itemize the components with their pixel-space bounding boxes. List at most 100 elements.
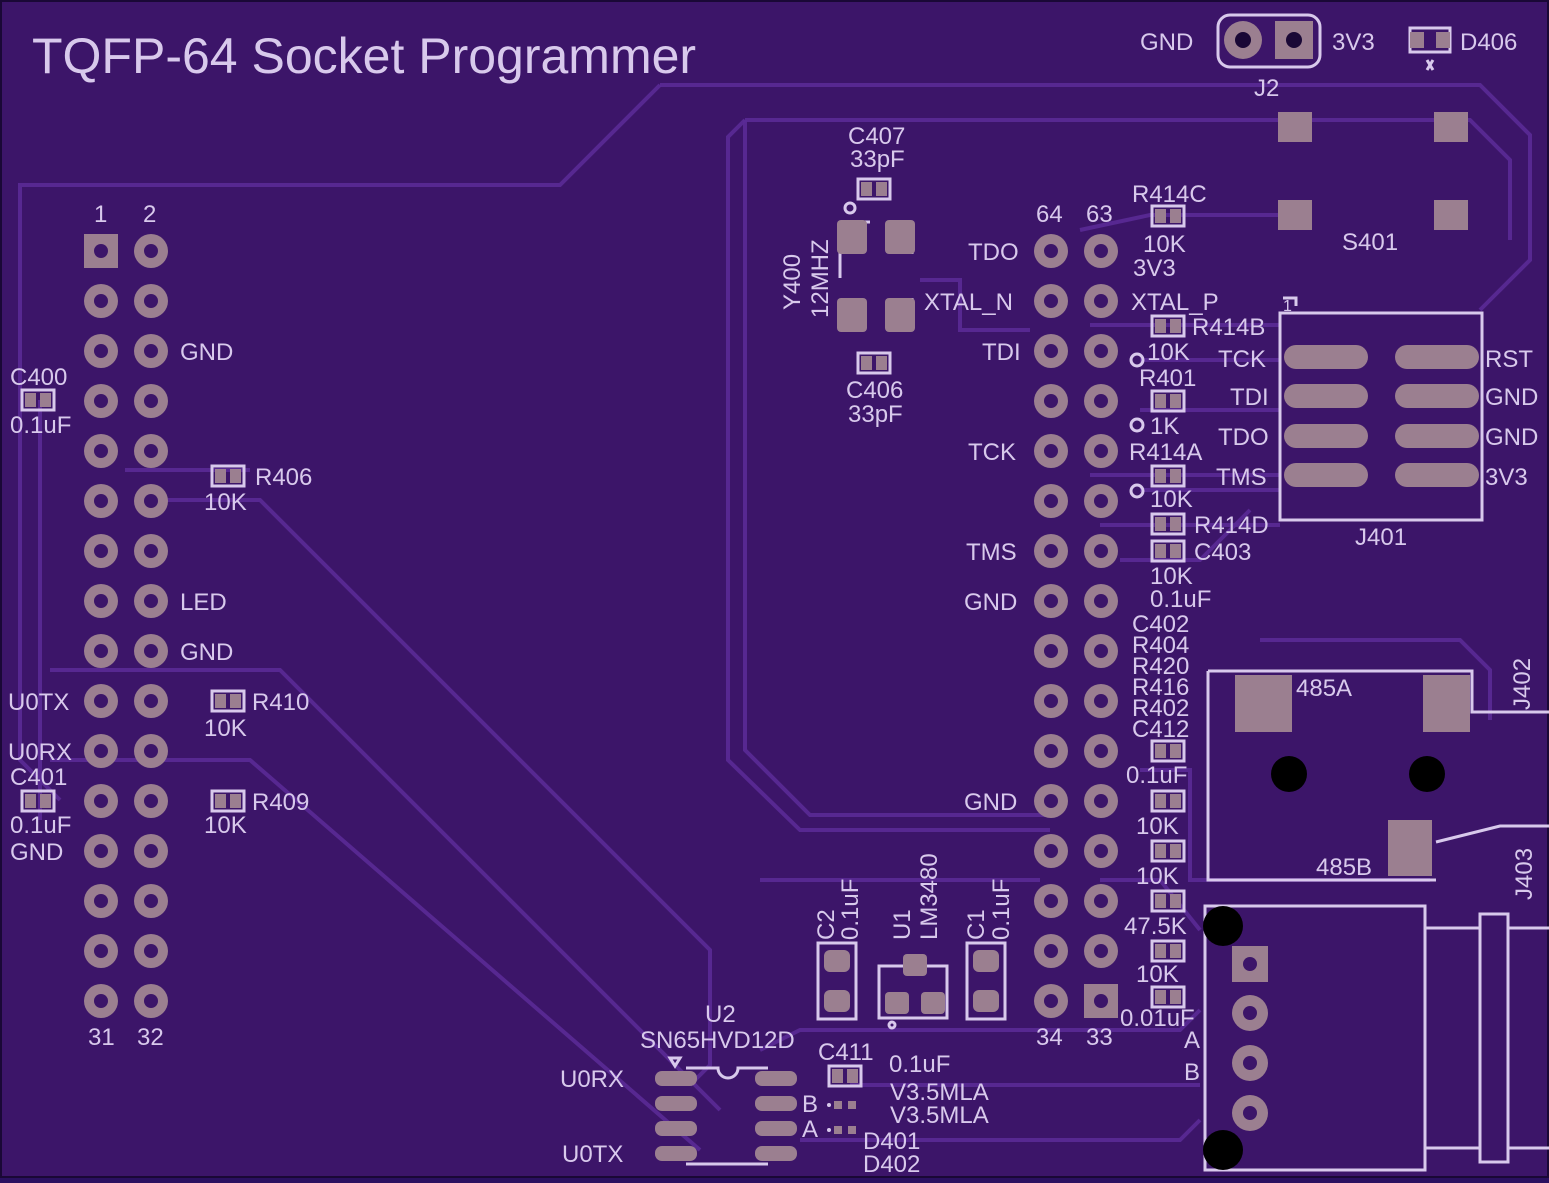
right-label-3v3: 3V3: [1133, 255, 1176, 282]
u1-regulator: U1 LM3480: [877, 853, 949, 1030]
right-header-pin-drill: [1094, 594, 1108, 608]
left-header-pin-drill: [94, 294, 108, 308]
left-passives: C400 0.1uF R406 10K R410 10K C401 0.1uF …: [10, 364, 312, 839]
j401-tdi: TDI: [1230, 384, 1269, 411]
j2-connector: GND 3V3 J2: [1140, 13, 1375, 102]
left-header-pin-drill: [144, 244, 158, 258]
right-header-pin-drill: [1094, 494, 1108, 508]
u2-a: A: [802, 1116, 818, 1143]
left-label-led: LED: [180, 589, 227, 616]
j401-pin1: 1: [1283, 298, 1292, 315]
left-header-pin-drill: [144, 644, 158, 658]
left-header-pin-drill: [94, 394, 108, 408]
right-header-bottom1: 34: [1036, 1024, 1063, 1051]
right-header-pin-drill: [1044, 444, 1058, 458]
c1-value: 0.1uF: [988, 879, 1015, 940]
j403-ref: J403: [1511, 848, 1538, 900]
c411-capacitor: C411 0.1uF: [818, 1039, 950, 1088]
right-header-pin-drill: [1044, 344, 1058, 358]
j2-gnd-label: GND: [1140, 29, 1193, 56]
left-header-pin-drill: [94, 644, 108, 658]
left-header-bottom2: 32: [137, 1024, 164, 1051]
left-header-pin-drill: [94, 794, 108, 808]
r414b-value: 10K: [1147, 339, 1190, 366]
left-header-bottom1: 31: [88, 1024, 115, 1051]
stacked-values: 0.1uF 10K 10K 47.5K 10K 0.01uF: [1120, 762, 1195, 1032]
right-header-pin-drill: [1044, 544, 1058, 558]
r414d: R414D 10K: [1150, 512, 1269, 590]
smd-passive-outline: [1150, 939, 1186, 963]
smd-passive-outline: [1150, 985, 1186, 1009]
c411-value: 0.1uF: [889, 1051, 950, 1078]
left-header-pin-drill: [94, 994, 108, 1008]
y400-value: 12MHZ: [807, 239, 834, 318]
left-label-u0tx: U0TX: [8, 689, 69, 716]
right-header-pin-drill: [1044, 894, 1058, 908]
left-header-pin-drill: [94, 494, 108, 508]
r414a: R414A 10K: [1129, 439, 1202, 513]
tvs-value-1: V3.5MLA: [890, 1079, 989, 1106]
s401-ref: S401: [1342, 229, 1398, 256]
right-header-pin-drill: [1094, 944, 1108, 958]
r406-ref: R406: [255, 464, 312, 491]
c1-capacitor: C1 0.1uF: [963, 879, 1015, 1021]
left-header-pin-drill: [94, 944, 108, 958]
stack-val-0: 0.1uF: [1126, 762, 1187, 789]
r414a-ref: R414A: [1129, 439, 1202, 466]
right-label-tdi: TDI: [982, 339, 1021, 366]
right-header-pin-drill: [1094, 894, 1108, 908]
r414a-value: 10K: [1150, 486, 1193, 513]
j401-tck: TCK: [1218, 346, 1266, 373]
board-title: TQFP-64 Socket Programmer: [32, 28, 696, 84]
tvs-diodes: V3.5MLA V3.5MLA D401 D402: [827, 1079, 989, 1178]
smd-pad: [1155, 944, 1166, 958]
d406-ref: D406: [1460, 29, 1517, 56]
c401-ref: C401: [10, 764, 67, 791]
smd-passive-outline: [1150, 739, 1186, 763]
left-header-pin-drill: [94, 344, 108, 358]
right-header-col1: 64: [1036, 201, 1063, 228]
c403-ref: C403: [1194, 539, 1251, 566]
j401-ref: J401: [1355, 524, 1407, 551]
right-header-pin-drill: [1094, 844, 1108, 858]
right-label-tdo: TDO: [968, 239, 1019, 266]
c401-value: 0.1uF: [10, 812, 71, 839]
right-label-gnd1: GND: [964, 589, 1017, 616]
right-header-pin-drill: [1044, 694, 1058, 708]
right-header: 64 63 34 33 TDO XTAL_N TDI TCK TMS GND G…: [924, 201, 1219, 1051]
c406-value: 33pF: [848, 401, 903, 428]
left-header-pin-drill: [144, 894, 158, 908]
j401-tms: TMS: [1216, 464, 1267, 491]
u1-value: LM3480: [916, 853, 943, 940]
smd-pad: [1170, 744, 1181, 758]
stack-val-4: 10K: [1136, 961, 1179, 988]
right-header-pin-drill: [1094, 394, 1108, 408]
right-header-col2: 63: [1086, 201, 1113, 228]
stack-ref-r416: R416: [1132, 674, 1189, 701]
smd-pad: [1155, 990, 1166, 1004]
smd-pad: [1155, 744, 1166, 758]
left-header-pin-drill: [144, 944, 158, 958]
stack-ref-r404: R404: [1132, 632, 1189, 659]
c406-ref: C406: [846, 377, 903, 404]
right-header-pin-drill: [1094, 344, 1108, 358]
left-header-pin-drill: [94, 744, 108, 758]
left-header-pin-drill: [144, 394, 158, 408]
r401-value: 1K: [1150, 413, 1179, 440]
right-header-pin-drill: [1094, 794, 1108, 808]
left-header-pin-drill: [144, 794, 158, 808]
j2-ref: J2: [1254, 75, 1279, 102]
right-header-pin-drill: [1044, 794, 1058, 808]
r414c-value: 10K: [1143, 231, 1186, 258]
r414b-ref: R414B: [1192, 314, 1265, 341]
right-header-pin-drill: [1044, 944, 1058, 958]
left-header-col2: 2: [143, 201, 156, 228]
j401-gnd1: GND: [1485, 384, 1538, 411]
left-header-pin-drill: [94, 594, 108, 608]
r410: R410 10K: [204, 689, 309, 742]
r410-ref: R410: [252, 689, 309, 716]
j403-connector: A B J403: [1184, 848, 1549, 1172]
smd-pad: [1155, 794, 1166, 808]
j402-485b: 485B: [1316, 854, 1372, 881]
stack-ref-r402: R402: [1132, 695, 1189, 722]
